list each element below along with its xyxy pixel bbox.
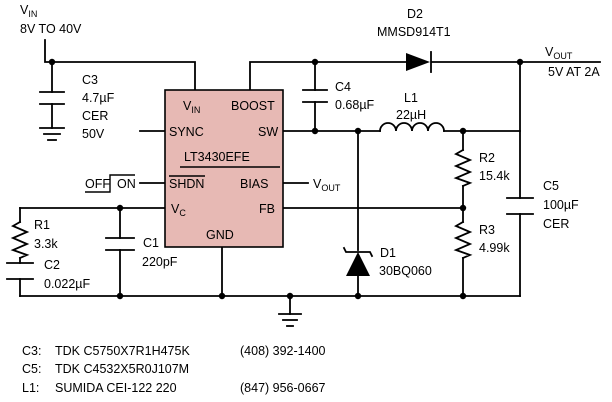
- switch-on-label: ON: [117, 177, 136, 191]
- chip-name: LT3430EFE: [184, 150, 250, 164]
- switch-waveform: [85, 174, 135, 193]
- c5-type: CER: [543, 217, 569, 231]
- note-ref: C5:: [22, 362, 41, 376]
- d1-cathode: [342, 246, 374, 258]
- vin-range: 8V TO 40V: [20, 22, 82, 36]
- d1-ref: D1: [380, 246, 396, 260]
- pin-fb: FB: [259, 202, 275, 216]
- note-row: C5: TDK C4532X5R0J107M: [22, 362, 189, 376]
- note-ref: L1:: [22, 381, 39, 395]
- capacitor-c2: C2 0.022µF: [6, 258, 90, 291]
- d2-body: [406, 53, 430, 71]
- d2-ref: D2: [407, 7, 423, 21]
- pin-sw: SW: [258, 125, 278, 139]
- capacitor-c4: C4 0.68µF: [302, 80, 375, 112]
- junction-dots: [48, 58, 524, 300]
- c5-value: 100µF: [543, 198, 579, 212]
- diode-d2: D2 MMSD914T1: [377, 7, 451, 73]
- r1-ref: R1: [34, 218, 50, 232]
- switch-off-label: OFF: [85, 177, 110, 191]
- bias-vout-label: VOUT: [313, 177, 341, 193]
- resistor-r1: R1 3.3k: [10, 218, 58, 260]
- note-phone: (847) 956-0667: [240, 381, 326, 395]
- c3-type: CER: [82, 109, 108, 123]
- c1-value: 220pF: [142, 255, 178, 269]
- note-row: C3: TDK C5750X7R1H475K (408) 392-1400: [22, 344, 326, 358]
- parts-notes: C3: TDK C5750X7R1H475K (408) 392-1400 C5…: [22, 344, 326, 395]
- pin-shdn: SHDN: [169, 177, 204, 191]
- c3-voltage: 50V: [82, 127, 105, 141]
- chip-body: [164, 89, 284, 248]
- bias-vout-symbol: VOUT: [313, 177, 341, 193]
- diode-d1: D1 30BQ060: [342, 246, 432, 278]
- inductor-l1: L1 22µH: [379, 91, 445, 132]
- c2-value: 0.022µF: [44, 277, 90, 291]
- resistor-r2: R2 15.4k: [453, 148, 510, 188]
- note-phone: (408) 392-1400: [240, 344, 326, 358]
- c2-ref: C2: [44, 258, 60, 272]
- d1-part: 30BQ060: [379, 264, 432, 278]
- r2-value: 15.4k: [479, 169, 510, 183]
- shutdown-switch: OFF ON: [85, 174, 136, 193]
- resistor-r3: R3 4.99k: [453, 220, 510, 260]
- pin-sync: SYNC: [169, 125, 204, 139]
- r3-ref: R3: [479, 223, 495, 237]
- d2-part: MMSD914T1: [377, 25, 451, 39]
- c4-value: 0.68µF: [335, 98, 375, 112]
- wires: [19, 39, 601, 315]
- r2-ref: R2: [479, 151, 495, 165]
- r3-value: 4.99k: [479, 241, 510, 255]
- capacitor-c3: C3 4.7µF CER 50V: [39, 73, 115, 141]
- note-ref: C3:: [22, 344, 41, 358]
- l1-ref: L1: [404, 91, 418, 105]
- note-row: L1: SUMIDA CEI-122 220 (847) 956-0667: [22, 381, 326, 395]
- ground-symbol: [278, 313, 302, 327]
- d1-body: [346, 252, 370, 276]
- pin-vc: VC: [171, 202, 186, 218]
- note-part: TDK C4532X5R0J107M: [55, 362, 189, 376]
- capacitor-c5: C5 100µF CER: [506, 179, 579, 231]
- l1-value: 22µH: [396, 108, 426, 122]
- note-part: TDK C5750X7R1H475K: [55, 344, 190, 358]
- pin-boost: BOOST: [231, 99, 275, 113]
- c3-ref: C3: [82, 73, 98, 87]
- pin-bias: BIAS: [240, 177, 269, 191]
- pin-gnd: GND: [206, 228, 234, 242]
- capacitor-c1: C1 220pF: [105, 236, 178, 269]
- r1-value: 3.3k: [34, 237, 58, 251]
- c3-value: 4.7µF: [82, 91, 115, 105]
- vout-label: VOUT 5V AT 2A: [545, 45, 600, 79]
- lt3430-chip: VIN BOOST SYNC SW LT3430EFE SHDN BIAS VC…: [164, 89, 284, 248]
- note-part: SUMIDA CEI-122 220: [55, 381, 177, 395]
- c4-ref: C4: [335, 80, 351, 94]
- vout-spec: 5V AT 2A: [548, 65, 600, 79]
- vin-symbol: VIN: [20, 3, 37, 19]
- vout-symbol: VOUT: [545, 45, 573, 61]
- c5-ref: C5: [543, 179, 559, 193]
- pin-vin: VIN: [183, 99, 200, 115]
- vin-label: VIN 8V TO 40V: [20, 3, 82, 36]
- c1-ref: C1: [143, 236, 159, 250]
